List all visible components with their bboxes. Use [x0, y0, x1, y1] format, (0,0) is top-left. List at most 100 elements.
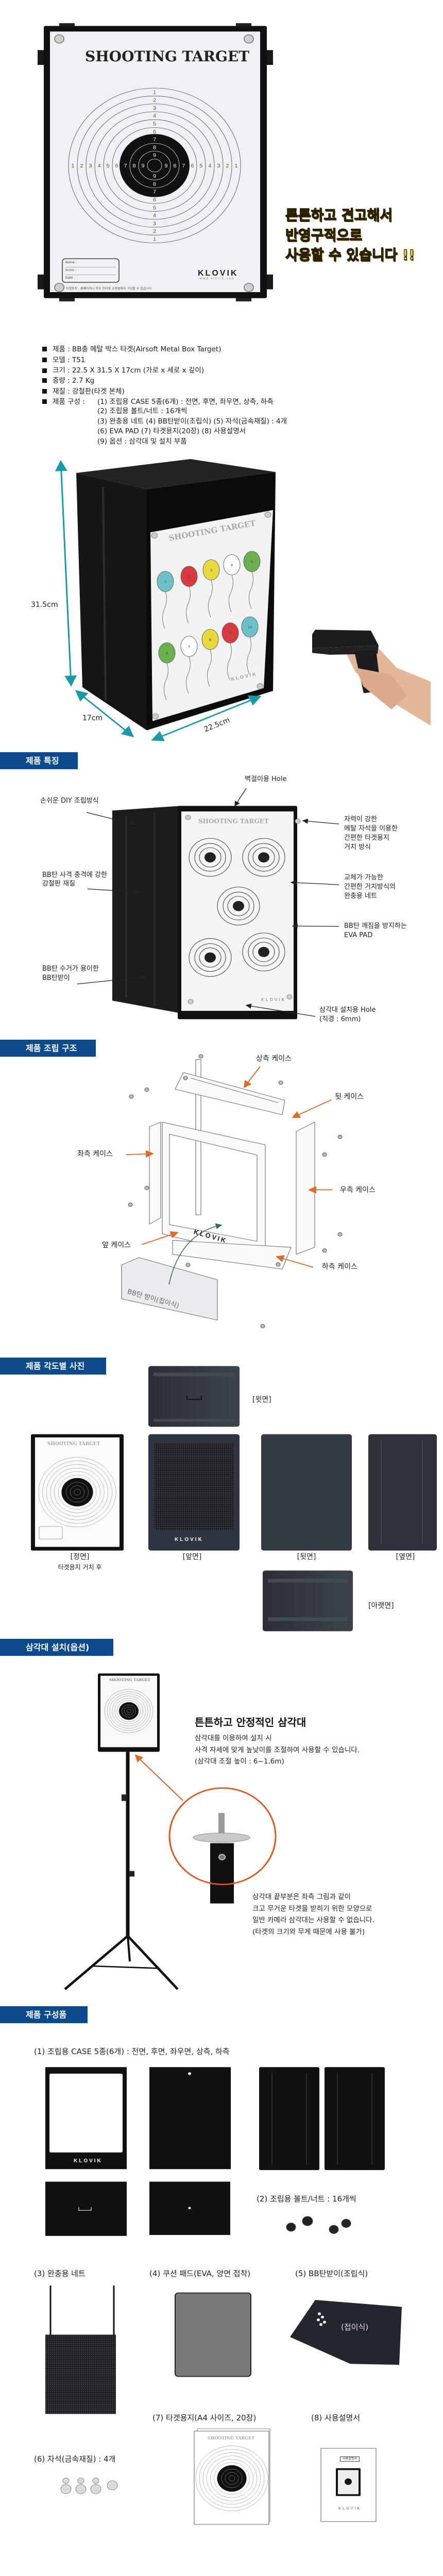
target-title: SHOOTING TARGET [85, 47, 250, 65]
target-ring-number: 7 [153, 137, 156, 142]
bullseye-target [195, 2446, 268, 2511]
target-ring [248, 938, 280, 967]
mini-target [189, 838, 232, 877]
target-ring [74, 1489, 81, 1496]
label-wall-hole: 벽걸이용 Hole [245, 775, 287, 783]
target-ring [42, 1461, 112, 1524]
target-ring-number: 5 [153, 206, 156, 211]
features-box [112, 806, 301, 1020]
target-ring [207, 2455, 257, 2501]
target-ring [86, 104, 224, 228]
label-top-case: 상측 케이스 [256, 1054, 292, 1063]
target-ring [252, 942, 275, 962]
slogan-line-1: 튼튼하고 견고해서 [285, 208, 393, 224]
tripod-note: 일반 카메라 삼각대는 사용할 수 없습니다. [252, 1916, 374, 1925]
panel-title: SHOOTING TARGET [198, 818, 269, 825]
balloon-number: 9 [229, 632, 231, 636]
photo-back-case [261, 1434, 352, 1551]
mini-target [242, 933, 285, 972]
balloon-body [201, 629, 219, 650]
balloon-string [162, 591, 167, 629]
target-ring [68, 88, 241, 244]
caption-back: [뒷면] [297, 1553, 316, 1562]
label-left-case: 좌측 케이스 [77, 1150, 113, 1159]
balloon-number: 3 [210, 568, 212, 572]
target-ring-number: 2 [153, 98, 156, 103]
section-header-assembly: 제품 조립 구조 [0, 1039, 96, 1057]
label-right-case: 우측 케이스 [340, 1185, 376, 1194]
component-label-magnets: (6) 자석(금속재질) : 4개 [34, 2454, 116, 2464]
tripod-desc: 삼각대를 이용하여 설치 시 [195, 1734, 272, 1743]
target-ring [199, 2449, 265, 2508]
bolt-icons [128, 1054, 343, 1329]
bullet-icon [42, 378, 47, 383]
balloon-string [228, 574, 233, 613]
caption-front-mounted-note: 타겟용지 거치 후 [58, 1564, 102, 1571]
slogan-line-3: 사용할 수 있습니다 !! [285, 247, 415, 263]
manual-brand: KLOVIK [338, 2506, 362, 2511]
balloon: 4 [223, 554, 241, 613]
target-ring [116, 1700, 141, 1722]
spec-product: 제품 : BB총 메탈 박스 타겟(Airsoft Metal Box Targ… [53, 345, 222, 353]
balloon: 9 [222, 622, 239, 681]
brand-url: www.klovik.com [200, 277, 235, 281]
balloon-body [202, 559, 220, 581]
caption-front: [앞면] [182, 1553, 202, 1562]
spec-size: 크기 : 22.5 X 31.5 X 17cm (가로 x 세로 x 깊이) [53, 366, 204, 375]
target-ring [38, 1457, 116, 1528]
spec-composition-item: (2) 조립용 볼트/너트 : 16개씩 [97, 407, 188, 416]
balloon-string [208, 580, 213, 618]
depth-dimension-label: 17cm [82, 714, 103, 723]
balloon-body [157, 571, 174, 592]
target-bullseye [233, 901, 244, 911]
balloon: 2 [180, 566, 198, 624]
target-ring [122, 1704, 136, 1718]
section-header-tripod: 삼각대 설치(옵션) [0, 1638, 113, 1656]
five-target-pattern [189, 838, 285, 977]
target-ring-number: 4 [97, 163, 100, 168]
balloon-body [180, 636, 198, 657]
target-ring-number: 7 [153, 190, 156, 195]
mini-target [217, 887, 260, 925]
balloon-number: 5 [251, 560, 253, 564]
target-ring-number: 9 [153, 153, 156, 158]
target-ring [129, 143, 180, 188]
balloon: 10 [241, 616, 259, 674]
callout-arrows [77, 788, 339, 1017]
target-ring [109, 1693, 148, 1728]
target-ring [94, 111, 215, 220]
target-ring [214, 2462, 250, 2495]
slogan-line-2: 반영구적으로 [285, 227, 363, 244]
component-magnets [60, 2478, 118, 2494]
target-ring-number: 2 [80, 163, 83, 168]
target-ring [50, 1468, 105, 1517]
tray-insert-arrow [168, 1223, 223, 1285]
target-ring [228, 2476, 235, 2482]
balloon-string [227, 643, 232, 681]
label-steel: BB탄 사격 충격에 강한 [42, 871, 107, 879]
balloon-string [246, 637, 251, 674]
balloon: 5 [243, 551, 261, 609]
target-ring [223, 892, 254, 921]
label-tray: BB탄 수거가 용이한 [42, 965, 99, 973]
label-magnet: 자력이 강한 [344, 816, 377, 824]
target-ring [242, 838, 285, 877]
label-magnet: 메탈 자석을 이용한 [344, 825, 398, 833]
manual-cover-title: 사용설명서 [340, 2456, 360, 2462]
target-ring-number: 7 [124, 163, 127, 168]
component-brand: KLOVIK [74, 2158, 103, 2164]
target-ring [126, 1709, 131, 1713]
photo-top-view [148, 1366, 240, 1427]
target-ring [252, 847, 275, 868]
bullseye-target [105, 1689, 153, 1733]
label-bottom-case: 하측 케이스 [322, 1262, 357, 1271]
target-ring [202, 2452, 261, 2505]
target-ring [189, 938, 232, 977]
target-ring-number: 9 [141, 163, 144, 168]
target-title-small: SHOOTING TARGET [47, 1441, 100, 1447]
balloon-body [158, 642, 176, 664]
balloon-body [243, 551, 261, 572]
form-name-label: Name : [65, 260, 77, 264]
target-ring-number: 2 [153, 229, 156, 234]
